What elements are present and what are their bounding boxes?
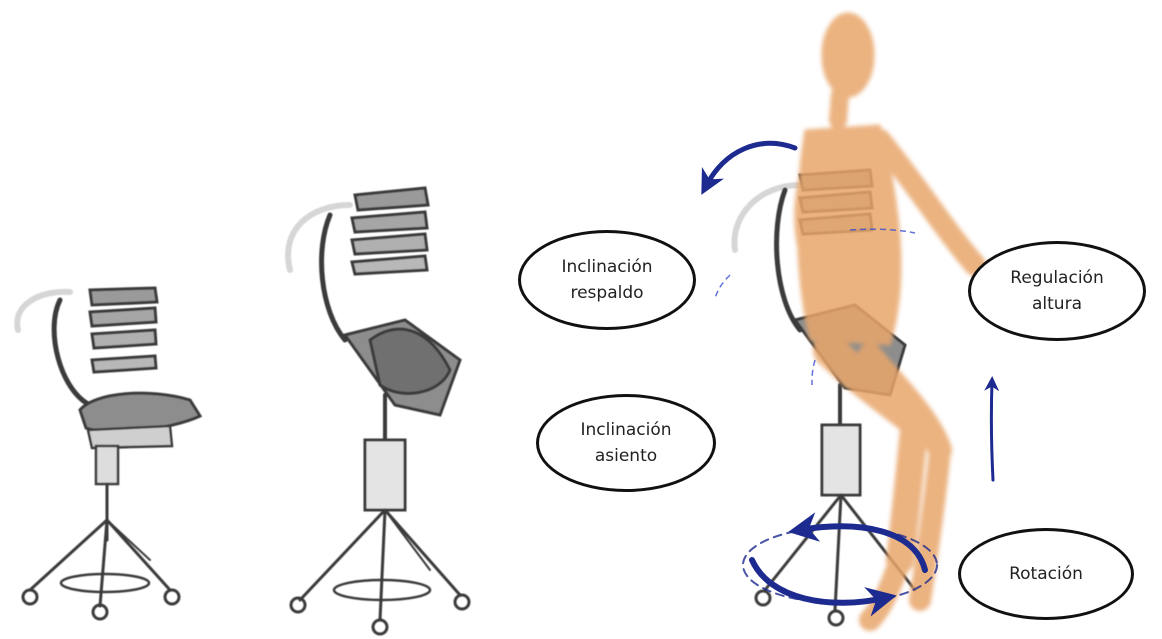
height-up-arrow-icon	[991, 382, 993, 480]
height-adjust-label: Regulación altura	[968, 241, 1146, 341]
backrest-tilt-arrow-icon	[706, 143, 795, 186]
chair-sketch-2-icon	[288, 188, 469, 634]
rotation-label: Rotación	[958, 528, 1134, 620]
seat-tilt-label: Inclinación asiento	[536, 394, 716, 492]
backrest-tilt-label: Inclinación respaldo	[518, 230, 696, 330]
chair-sketch-1-icon	[17, 288, 200, 619]
